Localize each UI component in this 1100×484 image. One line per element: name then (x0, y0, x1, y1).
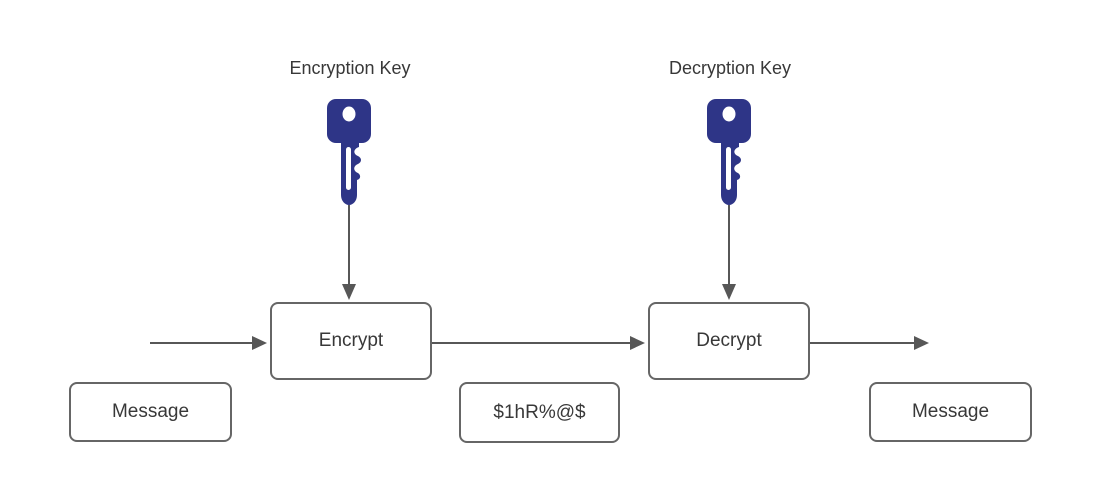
ciphertext-box: $1hR%@$ (459, 382, 620, 443)
decrypt-box: Decrypt (648, 302, 810, 380)
message-input-box: Message (69, 382, 232, 442)
encryption-key-icon (326, 99, 372, 207)
encrypt-box: Encrypt (270, 302, 432, 380)
arrow-message-to-encrypt (150, 336, 267, 350)
arrow-encrypt-to-decrypt (432, 336, 645, 350)
decrypt-box-label: Decrypt (696, 330, 762, 351)
decryption-key-icon (706, 99, 752, 207)
message-output-box: Message (869, 382, 1032, 442)
encryption-key-label: Encryption Key (289, 58, 411, 78)
arrow-decrypt-to-message (810, 336, 929, 350)
message-input-label: Message (111, 401, 190, 422)
message-output-label: Message (911, 401, 990, 422)
encrypt-box-label: Encrypt (318, 330, 384, 351)
decryption-key-label: Decryption Key (668, 58, 792, 78)
ciphertext-label: $1hR%@$ (493, 401, 586, 423)
arrow-decryption-key-to-decrypt (722, 205, 736, 300)
arrow-encryption-key-to-encrypt (342, 205, 356, 300)
